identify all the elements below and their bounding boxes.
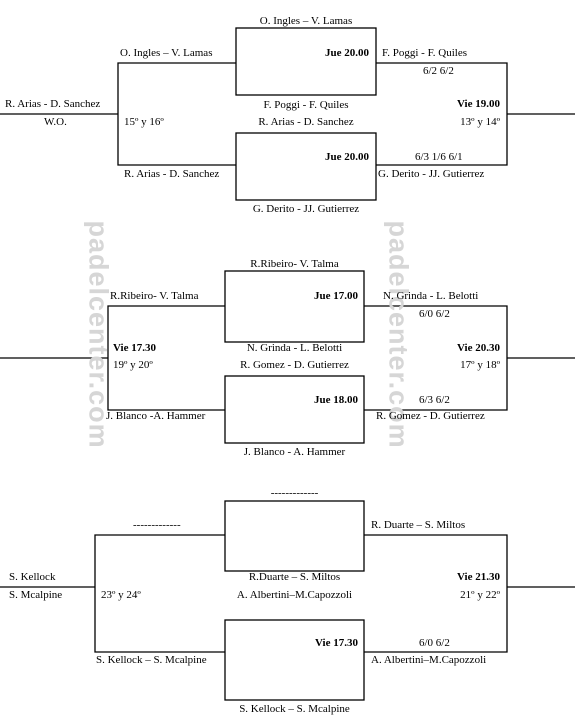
b1-top-right-pair: F. Poggi - F. Quiles [382,47,468,59]
watermark-right: padelcenter.com [383,220,414,449]
b1-left-pair: R. Arias - D. Sanchez [5,98,101,110]
b2-bottom-left-pair: J. Blanco -A. Hammer [106,410,206,422]
b1-mid-pair-2: R. Arias - D. Sanchez [258,116,354,128]
b2-left-connector [107,305,225,411]
b2-bottom-match-box [224,375,365,444]
b2-bottom-result: 6/3 6/2 [419,394,450,406]
b2-top-result: 6/0 6/2 [419,308,450,320]
b3-top-match-box [224,500,365,572]
b3-bottom-result: 6/0 6/2 [419,637,450,649]
b3-right-places: 21º y 22º [460,589,500,601]
b2-top-match-time: Jue 17.00 [314,290,358,302]
b3-top-final-pair: ------------- [270,487,319,499]
b2-right-places: 17º y 18º [460,359,500,371]
b1-bottom-right-pair: G. Derito - JJ. Gutierrez [378,168,485,180]
b1-bottom-result: 6/3 1/6 6/1 [415,151,463,163]
b3-mid-pair-1: R.Duarte – S. Miltos [248,571,341,583]
b2-bottom-right-pair: R. Gomez - D. Gutierrez [376,410,485,422]
b2-top-match-box [224,270,365,343]
b3-right-connector [364,534,508,653]
b2-top-right-pair: N. Grinda - L. Belotti [383,290,479,302]
b3-bottom-match-box [224,619,365,701]
b3-top-right-pair: R. Duarte – S. Miltos [371,519,466,531]
b3-left-pair-2: S. Mcalpine [9,589,63,601]
b1-right-places: 13º y 14º [460,116,500,128]
b3-bottom-match-time: Vie 17.30 [315,637,358,649]
b1-bottom-match-time: Jue 20.00 [325,151,369,163]
b3-right-time: Vie 21.30 [457,571,500,583]
b2-top-left-pair: R.Ribeiro- V. Talma [110,290,199,302]
b1-left-result: W.O. [44,116,67,128]
b3-left-places: 23º y 24º [101,589,141,601]
b3-bottom-right-pair: A. Albertini–M.Capozzoli [371,654,487,666]
b2-left-time: Vie 17.30 [113,342,156,354]
b1-top-result: 6/2 6/2 [423,65,454,77]
b2-top-final-pair: R.Ribeiro- V. Talma [250,258,339,270]
b1-places: 15º y 16º [124,116,164,128]
b2-bottom-match-time: Jue 18.00 [314,394,358,406]
b1-top-final-pair: O. Ingles – V. Lamas [259,15,353,27]
b1-bottom-final-pair: G. Derito - JJ. Gutierrez [252,203,360,215]
b3-top-left-pair: ------------- [133,519,181,531]
b3-left-pair-1: S. Kellock [9,571,56,583]
b1-right-connector [376,62,508,166]
b2-bottom-final-pair: J. Blanco - A. Hammer [243,446,346,458]
b3-left-connector [94,534,225,653]
b3-bottom-final-pair: S. Kellock – S. Mcalpine [239,703,350,715]
b3-mid-pair-2: A. Albertini–M.Capozzoli [236,589,353,601]
b1-bottom-match-box [235,132,377,201]
watermark-left: padelcenter.com [83,220,114,449]
b1-right-time: Vie 19.00 [457,98,500,110]
b1-mid-pair-1: F. Poggi - F. Quiles [263,99,349,111]
b3-bottom-left-pair: S. Kellock – S. Mcalpine [96,654,207,666]
b2-mid-pair-1: N. Grinda - L. Belotti [246,342,343,354]
b2-right-time: Vie 20.30 [457,342,500,354]
b1-left-connector [117,62,236,166]
b2-mid-pair-2: R. Gomez - D. Gutierrez [240,359,349,371]
b2-left-places: 19º y 20º [113,359,153,371]
b1-top-match-box [235,27,377,96]
b1-top-left-pair: O. Ingles – V. Lamas [120,47,213,59]
b1-bottom-left-pair: R. Arias - D. Sanchez [124,168,220,180]
bracket-lines [0,27,575,701]
b1-top-match-time: Jue 20.00 [325,47,369,59]
